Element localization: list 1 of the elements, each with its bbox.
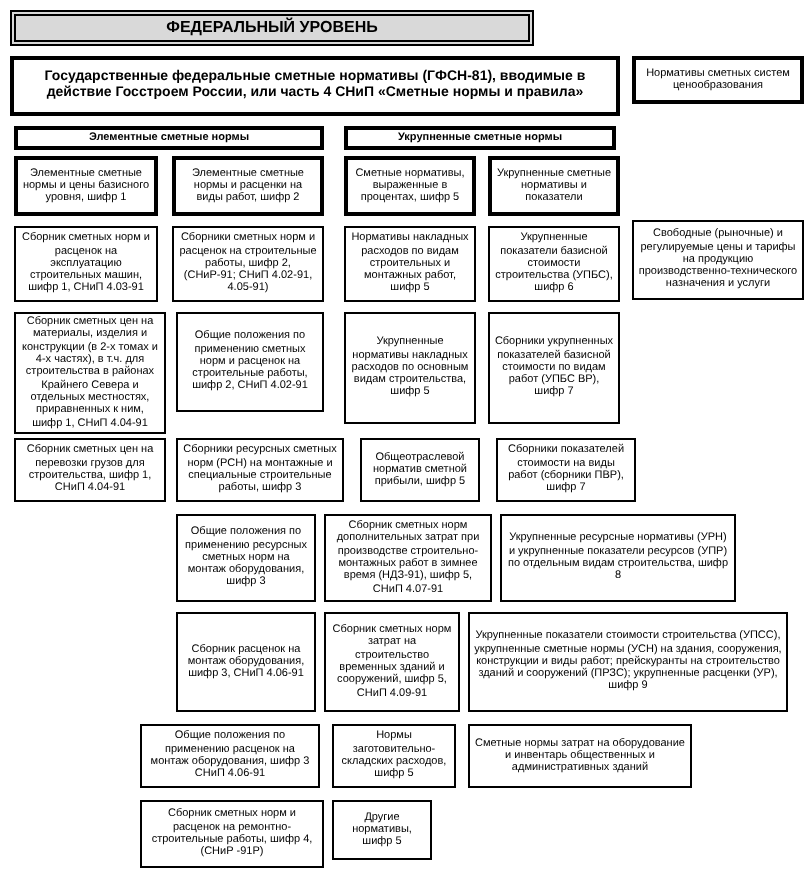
title-box: ФЕДЕРАЛЬНЫЙ УРОВЕНЬ [10,10,534,46]
